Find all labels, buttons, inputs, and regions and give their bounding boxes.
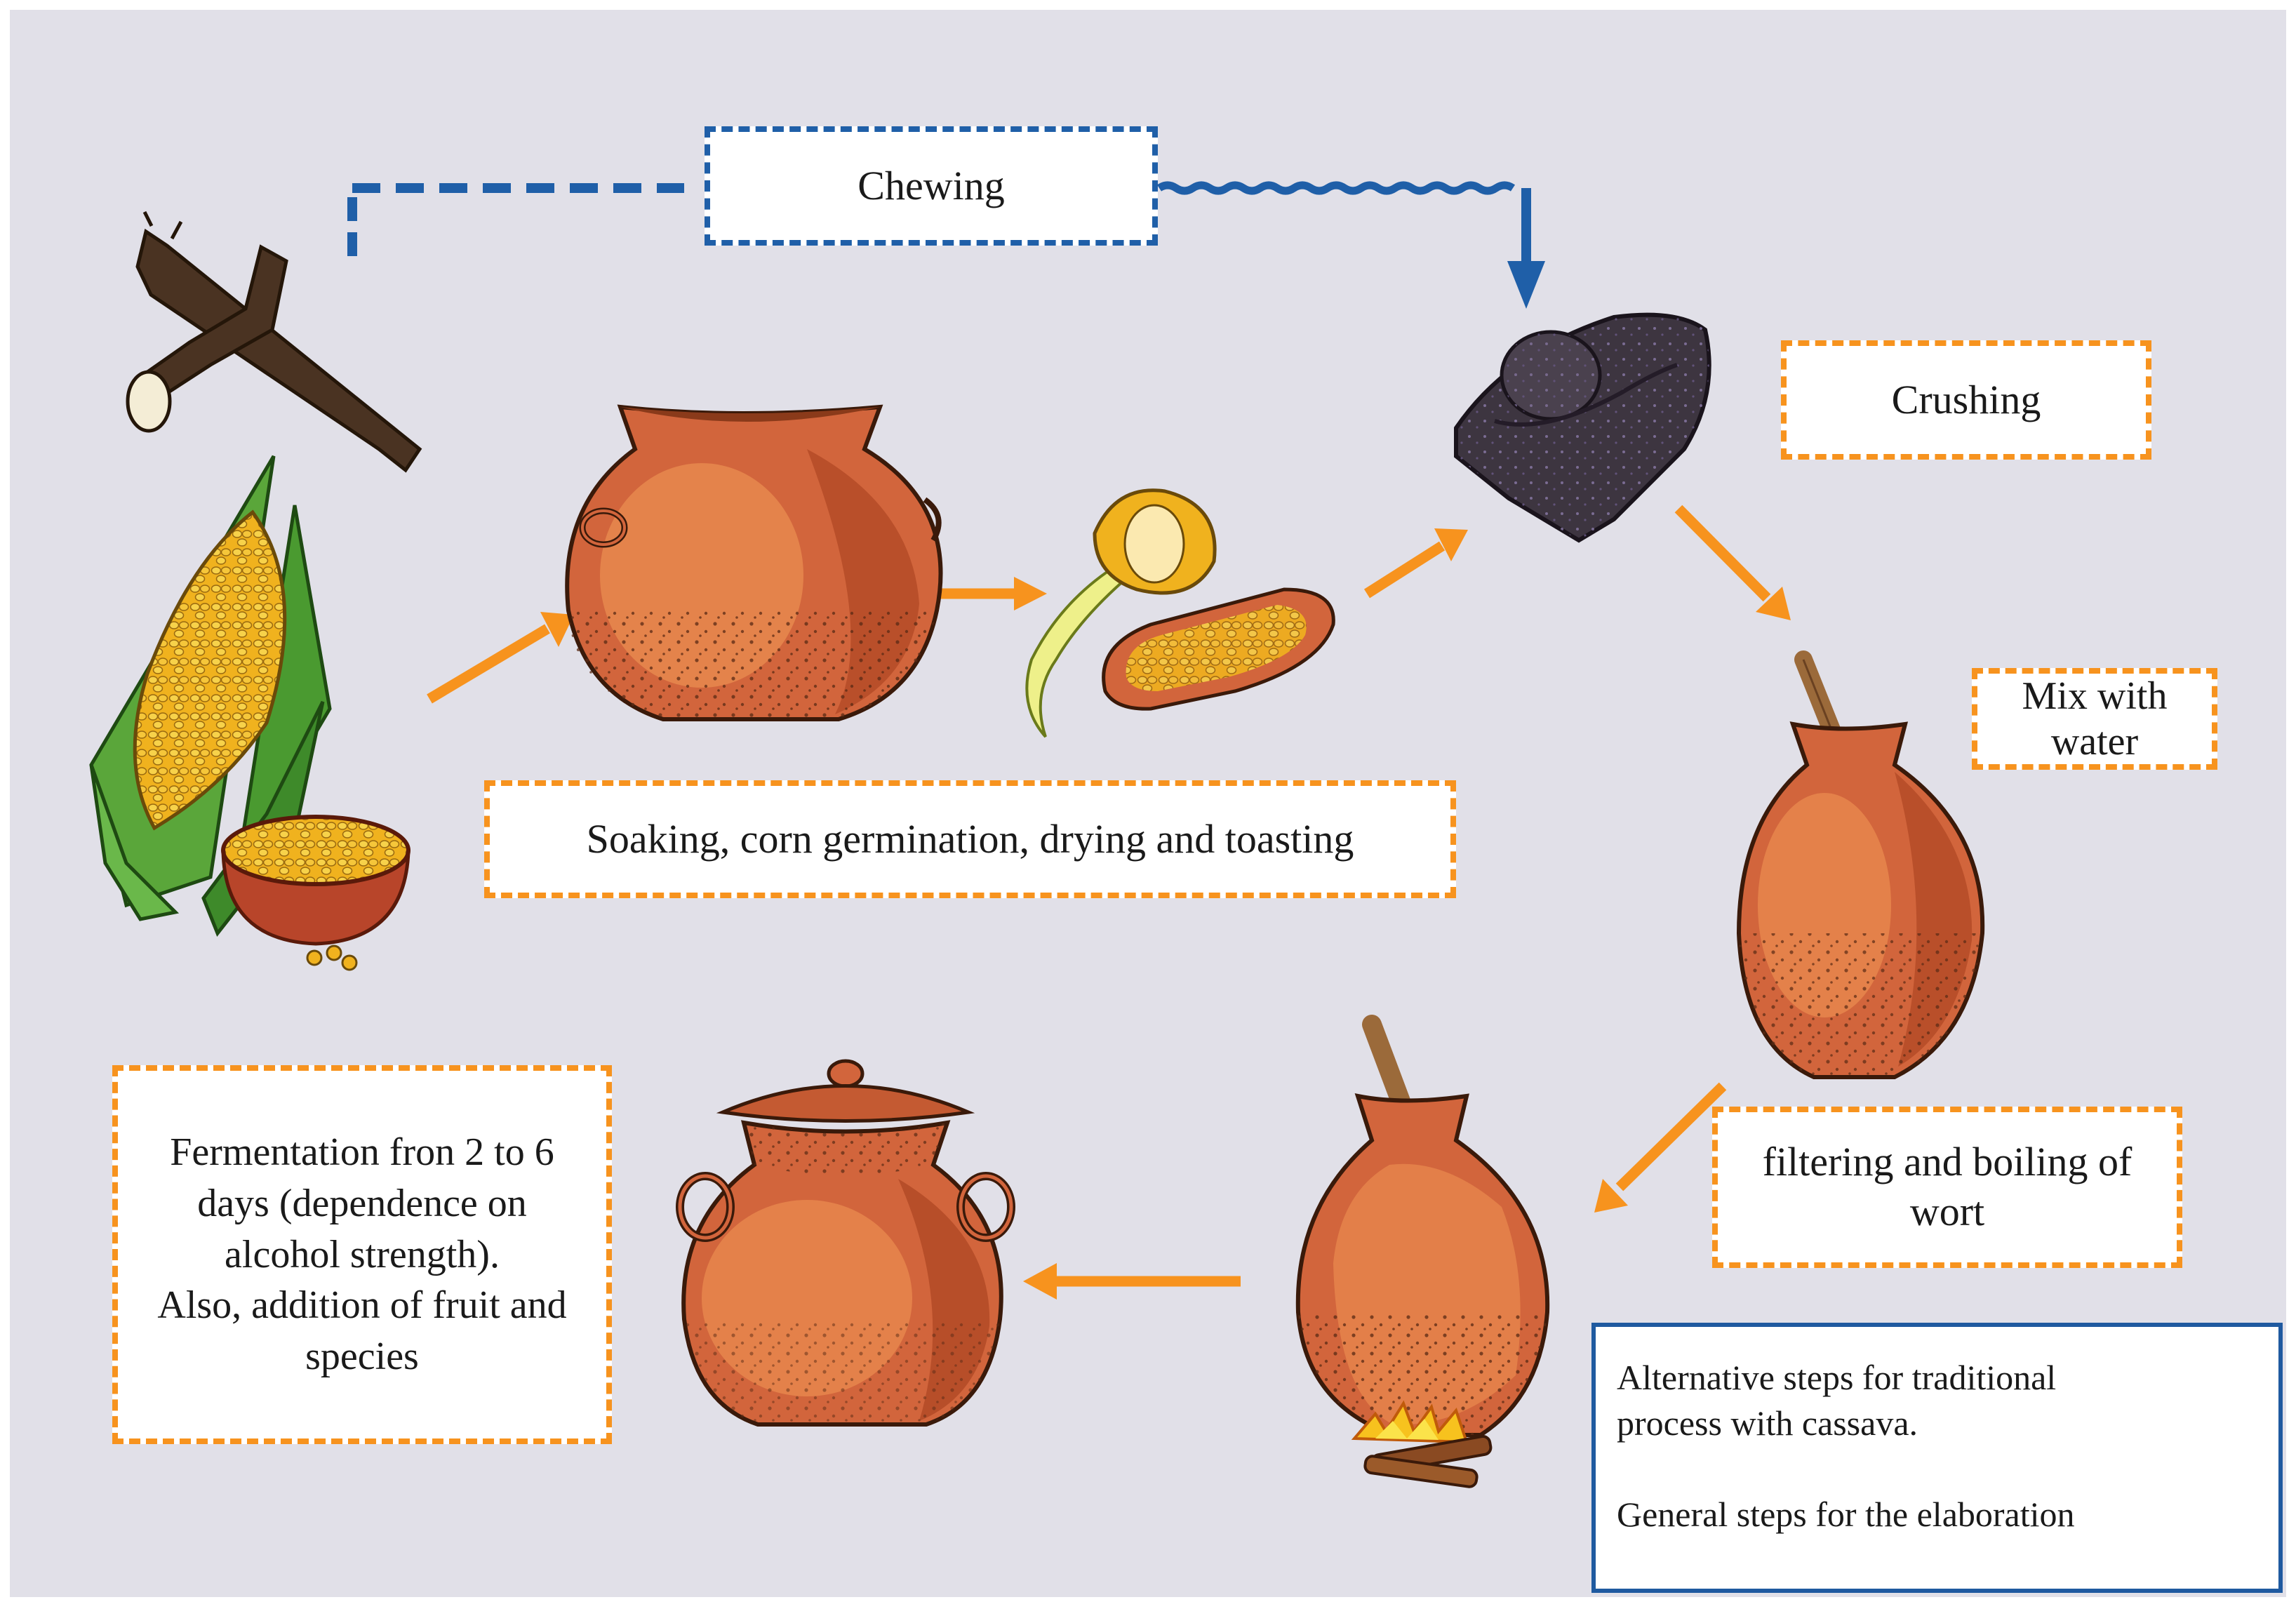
filtering-label-line-1: filtering and boiling of — [1762, 1139, 2133, 1185]
arrow-pot-to-germinated-corn — [937, 577, 1047, 610]
arrow-germinated-to-grinding — [1363, 528, 1468, 599]
fermentation-label-line-2: days (dependence on — [197, 1181, 527, 1225]
lidded-pot-icon — [676, 1059, 1015, 1427]
pot-with-spoon-icon — [1736, 650, 1985, 1079]
arrow-corn-to-soaking — [427, 612, 574, 704]
step-box-crushing: Crushing — [1781, 340, 2151, 460]
legend-alternative-text: Alternative steps for traditional proces… — [1617, 1355, 2056, 1446]
crushing-label: Crushing — [1891, 376, 2041, 422]
arrow-grinding-to-mix — [1674, 505, 1791, 620]
legend-general-line: General steps for the elaboration — [1617, 1495, 2075, 1534]
blue-arrowhead — [1507, 261, 1545, 309]
mix-label-line-2: water — [2050, 719, 2139, 763]
step-box-fermentation: Fermentation fron 2 to 6 days (dependenc… — [112, 1065, 612, 1444]
grinding-stone-icon — [1454, 312, 1711, 543]
orange-arrows — [427, 505, 1791, 1300]
fermentation-label-line-1: Fermentation fron 2 to 6 — [170, 1130, 554, 1174]
legend: Alternative steps for traditional proces… — [1591, 1323, 2283, 1593]
cassava-root-icon — [126, 211, 422, 473]
arrow-mix-to-boiling — [1594, 1082, 1727, 1213]
pot-over-fire-icon — [1295, 1015, 1550, 1488]
chewing-label: Chewing — [857, 162, 1005, 208]
germinated-corn-icon — [1025, 488, 1335, 738]
legend-alternative-line-2: process with cassava. — [1617, 1403, 1918, 1443]
soaking-label: Soaking, corn germination, drying and to… — [586, 815, 1354, 862]
arrow-boiling-to-fermentation — [1023, 1263, 1241, 1300]
step-box-soaking: Soaking, corn germination, drying and to… — [484, 780, 1456, 898]
step-box-chewing: Chewing — [705, 126, 1158, 246]
fermentation-label-line-5: species — [305, 1335, 419, 1379]
mix-label-line-1: Mix with — [2022, 674, 2168, 719]
legend-general-text: General steps for the elaboration — [1617, 1492, 2075, 1537]
clay-pot-icon — [565, 404, 943, 721]
filtering-label-line-2: wort — [1909, 1189, 1985, 1234]
blue-wavy-line-right — [1156, 181, 1516, 195]
corn-cob-icon — [89, 455, 332, 937]
step-box-mix-water: Mix with water — [1972, 668, 2217, 770]
step-box-filtering: filtering and boiling of wort — [1712, 1107, 2182, 1268]
fermentation-label-line-3: alcohol strength). — [225, 1232, 500, 1276]
blue-chewing-path — [347, 181, 1545, 309]
corn-kernels-bowl-icon — [221, 815, 411, 971]
legend-alternative-line-1: Alternative steps for traditional — [1617, 1358, 2057, 1397]
fermentation-label-line-4: Also, addition of fruit and — [157, 1283, 567, 1328]
